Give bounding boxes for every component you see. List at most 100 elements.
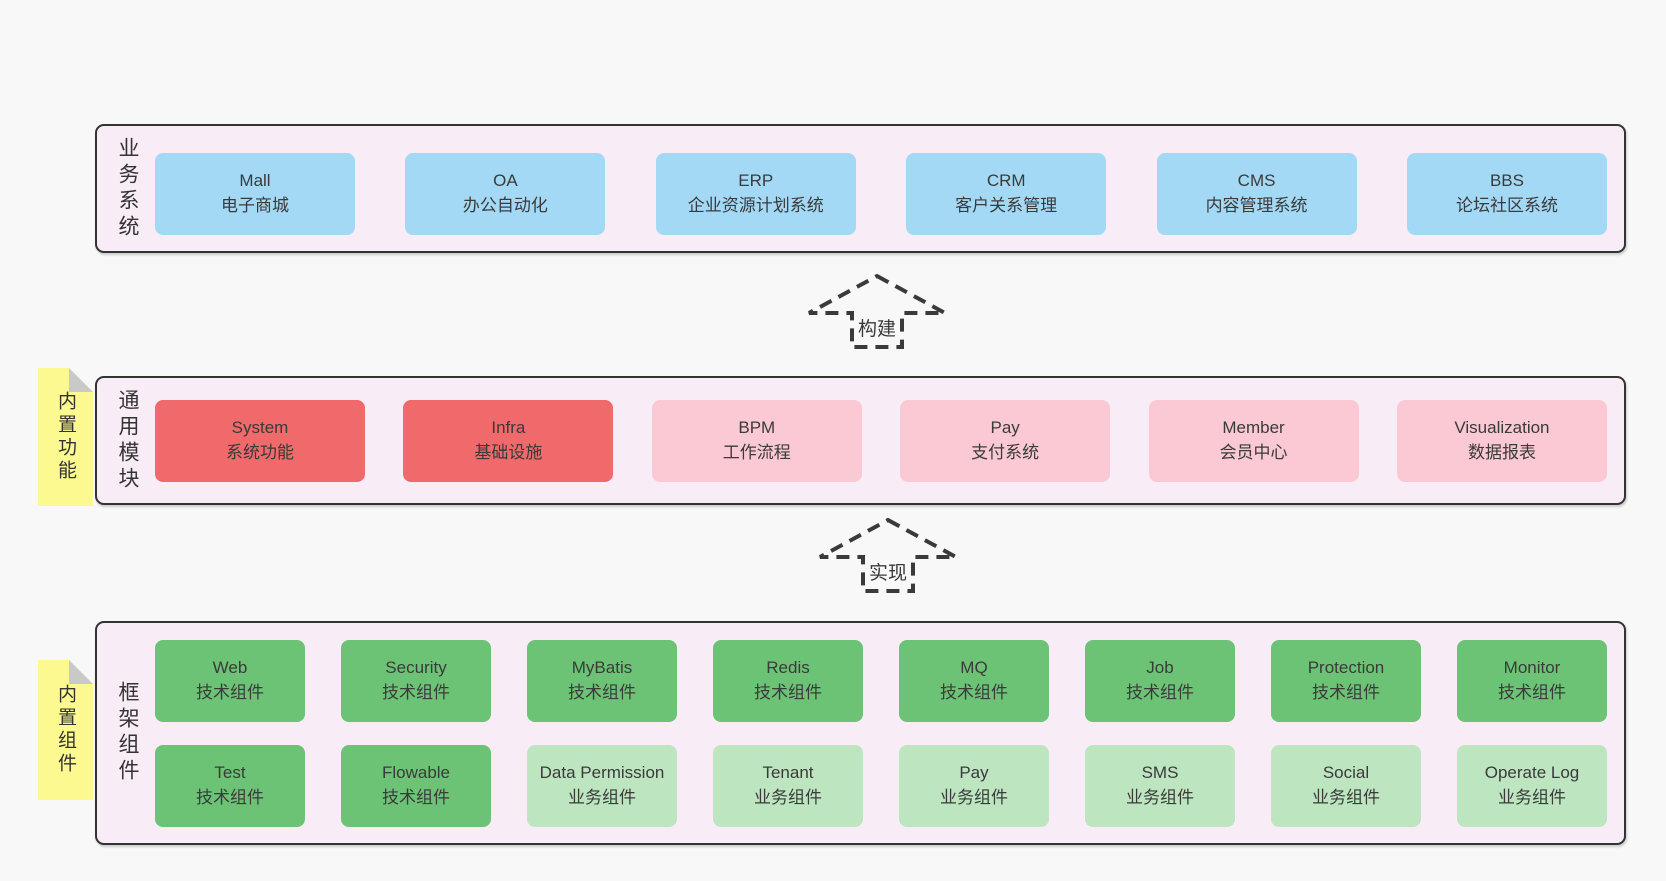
box-system: System 系统功能 — [155, 400, 365, 482]
box-title: Visualization — [1454, 418, 1550, 438]
box-pay: Pay 支付系统 — [900, 400, 1111, 482]
box-subtitle: 业务组件 — [940, 788, 1008, 807]
box-subtitle: 数据报表 — [1467, 443, 1536, 462]
sticky-note-built-in-features: 内置功能 — [38, 368, 93, 506]
box-subtitle: 技术组件 — [196, 683, 264, 702]
box-title: BPM — [738, 418, 776, 438]
layer-label-text: 业务系统 — [116, 136, 139, 241]
box-title: Pay — [990, 418, 1020, 438]
box-visualization: Visualization 数据报表 — [1396, 400, 1607, 482]
box-subtitle: 办公自动化 — [462, 196, 548, 215]
box-row-modules: System 系统功能 Infra 基础设施 BPM 工作流程 Pay 支付系统 Member 会… — [155, 400, 1607, 482]
layer-label-business-systems: 业务系统 — [101, 126, 153, 251]
box-test: Test 技术组件 — [155, 745, 305, 827]
box-title: Social — [1322, 763, 1370, 783]
box-subtitle: 论坛社区系统 — [1455, 196, 1558, 215]
sticky-note-text: 内置功能 — [55, 391, 76, 483]
box-subtitle: 内容管理系统 — [1205, 196, 1308, 215]
box-subtitle: 客户关系管理 — [955, 196, 1058, 215]
box-title: CMS — [1237, 171, 1276, 191]
up-block-arrow-icon — [819, 517, 957, 593]
box-subtitle: 支付系统 — [971, 443, 1040, 462]
box-subtitle: 业务组件 — [1312, 788, 1380, 807]
box-subtitle: 电子商城 — [221, 196, 289, 215]
box-title: Data Permission — [539, 763, 665, 783]
box-bpm: BPM 工作流程 — [651, 400, 862, 482]
box-oa: OA 办公自动化 — [405, 153, 606, 235]
sticky-note-text-wrap: 内置功能 — [38, 368, 93, 506]
box-monitor: Monitor 技术组件 — [1457, 640, 1607, 722]
layer-label-framework-components: 框架组件 — [101, 623, 153, 843]
box-title: Test — [214, 763, 246, 783]
layer-label-common-modules: 通用模块 — [101, 378, 153, 503]
box-web: Web 技术组件 — [155, 640, 305, 722]
box-subtitle: 会员中心 — [1219, 443, 1288, 462]
box-title: SMS — [1141, 763, 1179, 783]
box-protection: Protection 技术组件 — [1271, 640, 1421, 722]
box-title: ERP — [738, 171, 774, 191]
layer-common-modules: 通用模块 System 系统功能 Infra 基础设施 BPM 工作流程 Pay 支付系统 Me… — [95, 376, 1626, 505]
box-cms: CMS 内容管理系统 — [1156, 153, 1357, 235]
box-title: Operate Log — [1484, 763, 1580, 783]
box-title: Redis — [766, 658, 810, 678]
box-subtitle: 业务组件 — [754, 788, 822, 807]
box-bbs: BBS 论坛社区系统 — [1406, 153, 1607, 235]
box-title: Job — [1146, 658, 1174, 678]
sticky-note-built-in-components: 内置组件 — [38, 660, 93, 800]
box-subtitle: 技术组件 — [754, 683, 822, 702]
box-title: BBS — [1489, 171, 1524, 191]
box-operate-log: Operate Log 业务组件 — [1457, 745, 1607, 827]
box-subtitle: 技术组件 — [382, 683, 450, 702]
box-title: Monitor — [1503, 658, 1561, 678]
up-block-arrow-icon — [808, 273, 946, 349]
arrow-build: 构建 — [806, 272, 948, 350]
box-data-permission: Data Permission 业务组件 — [527, 745, 677, 827]
box-title: Member — [1222, 418, 1285, 438]
box-title: MQ — [960, 658, 988, 678]
box-subtitle: 业务组件 — [1498, 788, 1566, 807]
box-social: Social 业务组件 — [1271, 745, 1421, 827]
box-subtitle: 业务组件 — [568, 788, 636, 807]
box-subtitle: 工作流程 — [722, 443, 791, 462]
box-title: OA — [493, 171, 518, 191]
box-subtitle: 企业资源计划系统 — [687, 196, 824, 215]
sticky-note-text-wrap: 内置组件 — [38, 660, 93, 800]
box-mq: MQ 技术组件 — [899, 640, 1049, 722]
box-title: MyBatis — [571, 658, 633, 678]
box-subtitle: 技术组件 — [382, 788, 450, 807]
box-subtitle: 系统功能 — [226, 443, 294, 462]
box-title: Security — [385, 658, 447, 678]
box-redis: Redis 技术组件 — [713, 640, 863, 722]
arrow-implement: 实现 — [817, 516, 959, 594]
box-member: Member 会员中心 — [1148, 400, 1359, 482]
box-subtitle: 基础设施 — [474, 443, 543, 462]
box-subtitle: 技术组件 — [568, 683, 636, 702]
box-subtitle: 技术组件 — [1498, 683, 1566, 702]
box-title: Protection — [1307, 658, 1385, 678]
box-title: Flowable — [381, 763, 451, 783]
box-subtitle: 技术组件 — [940, 683, 1008, 702]
box-erp: ERP 企业资源计划系统 — [655, 153, 856, 235]
box-subtitle: 技术组件 — [196, 788, 264, 807]
box-title: Tenant — [762, 763, 814, 783]
layer-label-text: 框架组件 — [116, 681, 139, 785]
box-title: Web — [212, 658, 248, 678]
box-subtitle: 技术组件 — [1312, 683, 1380, 702]
box-title: Infra — [491, 418, 526, 438]
sticky-note-text: 内置组件 — [55, 684, 76, 776]
layer-label-text: 通用模块 — [116, 388, 139, 493]
arrow-label: 构建 — [857, 319, 896, 340]
box-title: System — [231, 418, 289, 438]
arrow-label: 实现 — [868, 563, 907, 584]
box-tenant: Tenant 业务组件 — [713, 745, 863, 827]
